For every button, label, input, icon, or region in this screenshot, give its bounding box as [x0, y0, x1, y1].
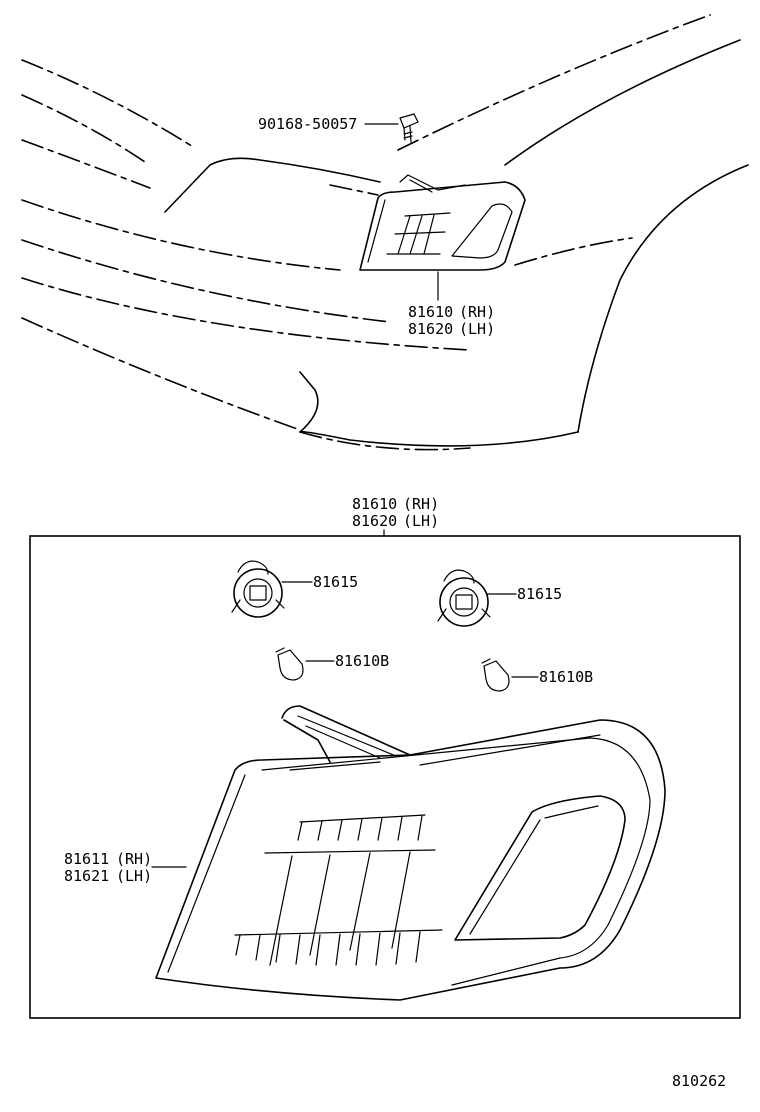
lens-lh-side: (LH) — [116, 867, 152, 885]
socket-right-icon — [437, 569, 517, 627]
assembly-lh-part-number: 81620 — [352, 512, 397, 530]
assembly-rh-side: (RH) — [403, 495, 439, 513]
lens-lh-part-number: 81621 — [64, 867, 109, 885]
bulb-left-part-number: 81610B — [335, 652, 389, 670]
assembly-lh-side: (LH) — [403, 512, 439, 530]
lamp-lens-large-icon — [151, 705, 666, 1001]
bulb-left-icon — [275, 647, 335, 681]
lamp-rh-part-number: 81610 — [408, 303, 453, 321]
assembly-frame — [29, 535, 741, 1019]
bulb-right-icon — [481, 658, 539, 692]
corner-lamp-small-icon — [359, 174, 526, 301]
bolt-icon — [364, 113, 419, 143]
illustration-number: 810262 — [672, 1072, 726, 1090]
lens-rh-side: (RH) — [116, 850, 152, 868]
lamp-lh-side: (LH) — [459, 320, 495, 338]
lamp-lh-part-number: 81620 — [408, 320, 453, 338]
socket-left-part-number: 81615 — [313, 573, 358, 591]
vehicle-front-view — [21, 14, 749, 451]
lens-rh-part-number: 81611 — [64, 850, 109, 868]
lamp-rh-side: (RH) — [459, 303, 495, 321]
bolt-part-number: 90168-50057 — [258, 115, 357, 133]
assembly-rh-part-number: 81610 — [352, 495, 397, 513]
bulb-right-part-number: 81610B — [539, 668, 593, 686]
socket-right-part-number: 81615 — [517, 585, 562, 603]
socket-left-icon — [231, 560, 313, 618]
